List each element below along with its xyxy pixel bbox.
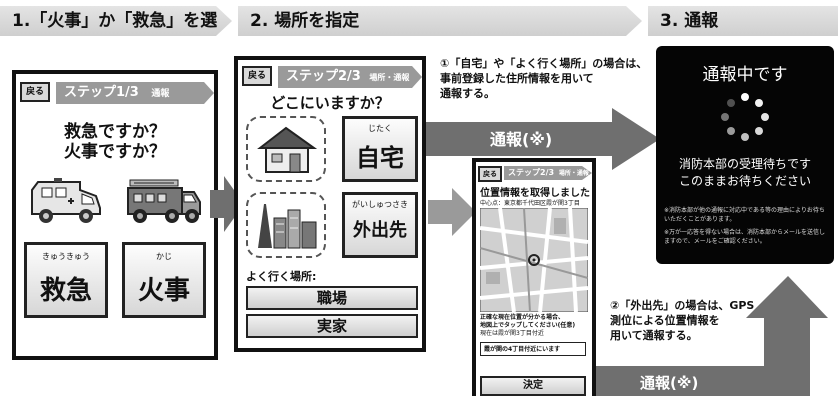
- kaji-button[interactable]: かじ 火事: [122, 242, 206, 318]
- footnote2: ※万が一応答を得ない場合は、消防本部からメールを送信しますので、メールをご確認く…: [664, 229, 826, 245]
- gaishutsu-label: 外出先: [353, 220, 407, 241]
- loading-spinner-icon: [721, 93, 769, 141]
- question-line1: 救急ですか？: [64, 122, 166, 142]
- step1-banner: 1.「火事」か「救急」を選択: [0, 6, 232, 36]
- kyukyu-label: 救急: [39, 276, 92, 306]
- step2-label: 2. 場所を指定: [250, 11, 360, 31]
- jitaku-button[interactable]: じたく 自宅: [342, 116, 418, 182]
- arrow-tsuho-bottom: [596, 276, 828, 396]
- arrow-tsuho-top: [426, 108, 660, 170]
- arrow-step2-to-map: [428, 188, 476, 236]
- step1-label: 1.「火事」か「救急」を選択: [12, 11, 218, 61]
- footnote1: ※消防本部が他の通報に対応中である等の理由によりお待ちいただくことがあります。: [664, 207, 825, 223]
- frequent-label: よく行く場所:: [246, 270, 317, 283]
- map-hint-line2: 地図上でタップしてください(任意): [480, 322, 576, 329]
- map-view[interactable]: [480, 208, 588, 312]
- step-header-label: ステップ2/3: [286, 69, 361, 84]
- map-hint-line1: 正確な現在位置が分かる場合、: [480, 314, 565, 321]
- screen1-phone: 戻る ステップ1/3 通報 救急ですか？ 火事ですか？ きゅうきゅう 救急: [12, 70, 218, 360]
- waiting-line1: 消防本部の受理待ちです: [678, 157, 811, 171]
- map-screen-phone: 戻る ステップ2/3 場所・通報 位置情報を取得しました 中心点：東京都千代田区…: [472, 158, 596, 396]
- screen2-phone: 戻る ステップ2/3 場所・通報 どこにいますか？ じたく 自宅 がいしゅつさき…: [234, 56, 426, 352]
- tsuho-top-label: 通報(※): [490, 130, 553, 149]
- step-header: ステップ2/3 場所・通報: [504, 166, 592, 180]
- screen3-waiting: 消防本部の受理待ちです このままお待ちください: [656, 156, 834, 190]
- note2: ②「外出先」の場合は、GPS 測位による位置情報を 用いて通報する。: [610, 298, 754, 343]
- screen3-title: 通報中です: [702, 65, 788, 85]
- kaji-label: 火事: [137, 276, 190, 306]
- jitaku-label: 自宅: [356, 144, 404, 172]
- map-title: 位置情報を取得しました: [480, 188, 590, 199]
- ambulance-icon: [31, 178, 101, 223]
- note1-line2: 事前登録した住所情報を用いて: [440, 72, 594, 85]
- gaishutsu-ruby: がいしゅつさき: [352, 200, 408, 209]
- note1-line1: ①「自宅」や「よく行く場所」の場合は、: [440, 57, 648, 70]
- screen3-phone: 通報中です 消防本部の受理待ちです このままお待ちください ※消防本部が他の通報…: [656, 46, 834, 264]
- home-image-frame: [246, 116, 326, 182]
- arrow-step1-to-step2: [210, 176, 244, 232]
- step-header-label: ステップ1/3: [64, 85, 139, 100]
- note2-line2: 測位による位置情報を: [610, 314, 720, 327]
- waiting-line2: このままお待ちください: [678, 174, 811, 188]
- map-current: 現在は霞が関3丁目付近: [480, 330, 544, 337]
- step-header-sub: 通報: [151, 89, 170, 99]
- kyukyu-ruby: きゅうきゅう: [42, 252, 90, 261]
- step3-label: 3. 通報: [660, 11, 719, 31]
- note2-line1: ②「外出先」の場合は、GPS: [610, 299, 755, 312]
- map-hint: 正確な現在位置が分かる場合、 地図上でタップしてください(任意) 現在は霞が関3…: [480, 314, 590, 338]
- city-icon: [258, 204, 317, 249]
- screen2-question: どこにいますか？: [270, 94, 390, 112]
- step2-banner: 2. 場所を指定: [238, 6, 642, 36]
- city-image-frame: [246, 192, 326, 258]
- step-header-sub: 場所・通報: [558, 170, 589, 177]
- confirm-button[interactable]: 決定: [480, 376, 586, 396]
- step-header-label: ステップ2/3: [508, 168, 555, 177]
- question-line2: 火事ですか？: [64, 142, 166, 162]
- note1: ①「自宅」や「よく行く場所」の場合は、 事前登録した住所情報を用いて 通報する。: [440, 56, 647, 101]
- kaji-ruby: かじ: [156, 252, 172, 261]
- house-icon: [257, 126, 318, 173]
- back-button[interactable]: 戻る: [478, 166, 502, 182]
- fire-truck-icon: [127, 179, 201, 223]
- map-result-field: 霞が関の4丁目付近にいます: [480, 342, 586, 356]
- back-button[interactable]: 戻る: [242, 66, 272, 86]
- back-button[interactable]: 戻る: [20, 82, 50, 102]
- screen1-question: 救急ですか？ 火事ですか？: [16, 122, 214, 162]
- step-header: ステップ1/3 通報: [56, 82, 214, 104]
- screen3-footnotes: ※消防本部が他の通報に対応中である等の理由によりお待ちいただくことがあります。 …: [664, 206, 828, 246]
- frequent-place-button-1[interactable]: 職場: [246, 286, 418, 310]
- note2-line3: 用いて通報する。: [610, 329, 698, 342]
- note1-line3: 通報する。: [440, 87, 495, 100]
- jitaku-ruby: じたく: [368, 124, 392, 133]
- step-header: ステップ2/3 場所・通報: [278, 66, 422, 88]
- kyukyu-button[interactable]: きゅうきゅう 救急: [24, 242, 108, 318]
- tsuho-bottom-label: 通報(※): [640, 374, 699, 392]
- gaishutsu-button[interactable]: がいしゅつさき 外出先: [342, 192, 418, 258]
- step3-banner: 3. 通報: [648, 6, 838, 36]
- map-address: 中心点：東京都千代田区霞が関3丁目: [480, 200, 580, 207]
- step-header-sub: 場所・通報: [369, 73, 410, 82]
- frequent-place-button-2[interactable]: 実家: [246, 314, 418, 338]
